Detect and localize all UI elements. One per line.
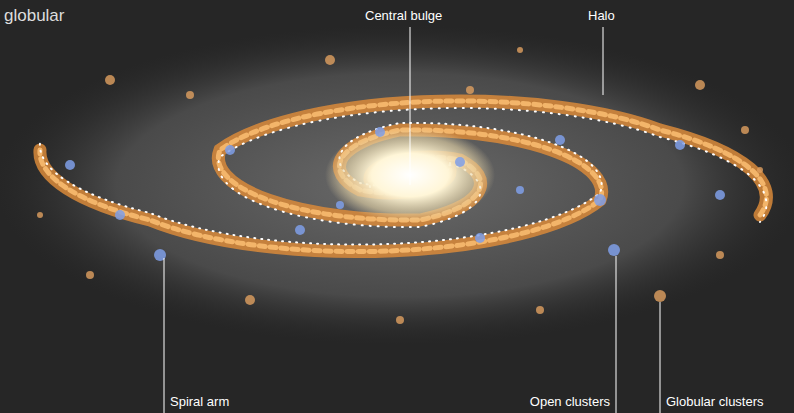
part-label: Globular clusters	[666, 394, 764, 410]
part-label: Open clusters	[530, 394, 610, 410]
halo-region	[0, 25, 794, 345]
part-label: Central bulge	[365, 8, 442, 24]
part-label: Spiral arm	[170, 394, 229, 410]
leader-lines	[164, 27, 660, 413]
cut-caption: globular	[4, 8, 65, 24]
globular-clusters	[37, 47, 763, 324]
part-label: Halo	[588, 8, 615, 24]
spiral-arms	[40, 101, 767, 252]
open-clusters	[65, 127, 725, 261]
